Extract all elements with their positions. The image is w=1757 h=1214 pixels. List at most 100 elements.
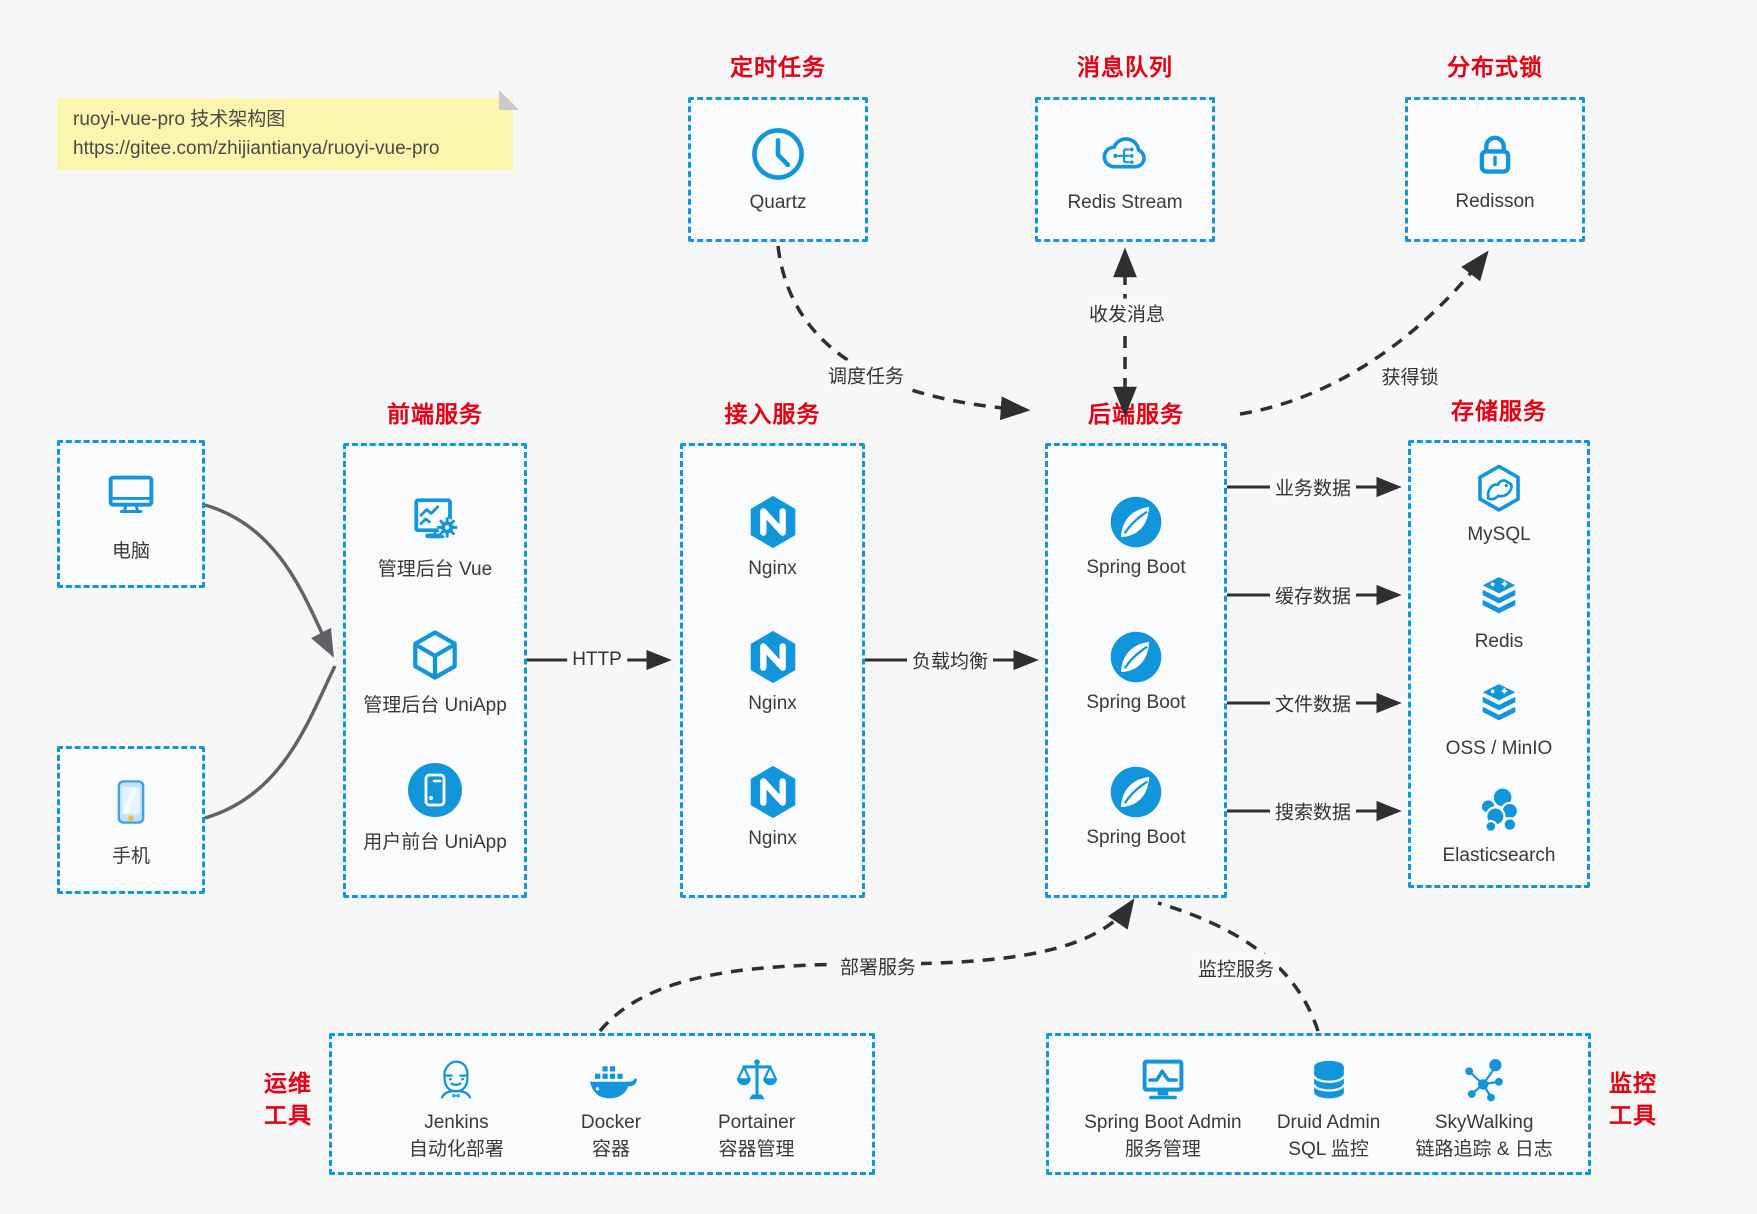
monitoring-skywalking: SkyWalking 链路追踪 & 日志 — [1416, 1052, 1553, 1162]
sticky-note: ruoyi-vue-pro 技术架构图 https://gitee.com/zh… — [57, 90, 519, 170]
edge-label-message: 收发消息 — [1083, 298, 1171, 328]
edge-label-business-data: 业务数据 — [1269, 472, 1357, 502]
smartphone-icon — [117, 780, 145, 824]
group-monitoring-tools: Spring Boot Admin 服务管理 Druid Admin SQL 监… — [1046, 1033, 1591, 1175]
portainer-name: Portainer — [717, 1112, 796, 1134]
group-storage: MySQL Redis OSS / MinIO — [1408, 440, 1590, 888]
storage-mysql: MySQL — [1467, 458, 1531, 550]
backend-springboot-2: Spring Boot — [1086, 625, 1186, 717]
group-message-queue: Redis Stream — [1035, 97, 1215, 242]
group-title-mq: 消息队列 — [1077, 54, 1173, 80]
group-title-ops: 运维 工具 — [264, 1070, 312, 1129]
group-quartz: Quartz — [688, 97, 868, 242]
user-app-icon — [407, 762, 462, 817]
backend-springboot-3: Spring Boot — [1086, 760, 1186, 852]
admin-vue-label: 管理后台 Vue — [377, 559, 493, 581]
frontend-admin-uniapp: 管理后台 UniApp — [363, 625, 507, 717]
redisson-label: Redisson — [1455, 191, 1535, 212]
sba-desc: 服务管理 — [1124, 1139, 1201, 1160]
group-title-frontend: 前端服务 — [387, 401, 483, 427]
edge-label-acquire-lock: 获得锁 — [1376, 361, 1444, 391]
group-title-gateway: 接入服务 — [724, 401, 821, 427]
group-gateway: Nginx Nginx Nginx — [680, 443, 865, 898]
frontend-admin-vue: 管理后台 Vue — [378, 489, 492, 581]
desktop-icon — [108, 475, 154, 513]
portainer-icon — [736, 1059, 777, 1100]
elasticsearch-label: Elasticsearch — [1442, 844, 1556, 866]
mysql-label: MySQL — [1467, 524, 1531, 546]
nginx-icon — [750, 495, 795, 548]
group-title-scheduler: 定时任务 — [730, 54, 826, 80]
mobile-label: 手机 — [111, 846, 150, 867]
pc-label: 电脑 — [111, 541, 150, 562]
uniapp-cube-icon — [413, 629, 457, 680]
group-distributed-lock: Redisson — [1405, 97, 1585, 242]
group-title-monitoring: 监控 工具 — [1609, 1070, 1657, 1129]
ops-portainer: Portainer 容器管理 — [718, 1052, 795, 1162]
docker-icon — [589, 1065, 637, 1099]
edge-label-http: HTTP — [567, 648, 627, 672]
client-mobile: 手机 — [57, 746, 205, 894]
edge-label-deploy: 部署服务 — [834, 951, 922, 981]
group-ops-tools: Jenkins 自动化部署 Docker 容器 — [329, 1033, 875, 1175]
gateway-nginx-2: Nginx — [742, 625, 804, 717]
spring-boot-admin-icon — [1142, 1059, 1184, 1100]
clock-icon — [752, 128, 804, 180]
jenkins-desc: 自动化部署 — [408, 1139, 504, 1160]
backend-springboot-1: Spring Boot — [1086, 489, 1186, 581]
nginx-label: Nginx — [748, 557, 797, 579]
edge-mobile-frontend — [204, 665, 337, 820]
note-url: https://gitee.com/zhijiantianya/ruoyi-vu… — [73, 138, 440, 159]
nginx-label: Nginx — [748, 828, 797, 850]
jenkins-name: Jenkins — [424, 1112, 489, 1134]
spring-boot-label: Spring Boot — [1086, 692, 1186, 713]
druid-icon — [1312, 1061, 1345, 1099]
edge-pc-frontend — [204, 503, 334, 658]
spring-boot-icon — [1110, 496, 1162, 548]
storage-redis: Redis — [1470, 565, 1528, 657]
oss-minio-label: OSS / MinIO — [1445, 737, 1553, 759]
oss-minio-icon — [1482, 683, 1516, 721]
group-backend: Spring Boot Spring Boot Spring Boot — [1045, 443, 1227, 898]
ops-docker: Docker 容器 — [581, 1052, 641, 1162]
skywalking-desc: 链路追踪 & 日志 — [1415, 1139, 1553, 1160]
spring-boot-label: Spring Boot — [1086, 556, 1186, 578]
spring-boot-icon — [1110, 766, 1162, 818]
edge-label-search-data: 搜索数据 — [1269, 796, 1357, 826]
admin-uniapp-label: 管理后台 UniApp — [363, 694, 507, 716]
group-title-storage: 存储服务 — [1451, 398, 1547, 424]
druid-desc: SQL 监控 — [1288, 1139, 1369, 1160]
redis-icon — [1482, 577, 1516, 614]
edge-label-file-data: 文件数据 — [1269, 688, 1357, 718]
edge-label-schedule: 调度任务 — [822, 360, 910, 390]
nginx-icon — [750, 766, 795, 819]
edge-acquire-lock — [1239, 250, 1489, 416]
mysql-icon — [1478, 464, 1520, 513]
monitoring-druid: Druid Admin SQL 监控 — [1276, 1052, 1381, 1162]
nginx-icon — [750, 630, 795, 684]
edge-label-load-balance: 负载均衡 — [906, 645, 994, 675]
elasticsearch-icon — [1479, 785, 1520, 833]
druid-name: Druid Admin — [1276, 1112, 1381, 1134]
cloud-stream-icon — [1102, 137, 1146, 169]
skywalking-name: SkyWalking — [1434, 1112, 1534, 1134]
jenkins-icon — [441, 1060, 472, 1099]
spring-boot-label: Spring Boot — [1086, 827, 1186, 849]
group-title-backend: 后端服务 — [1088, 401, 1184, 427]
gateway-nginx-1: Nginx — [742, 489, 804, 581]
monitoring-sba: Spring Boot Admin 服务管理 — [1084, 1052, 1242, 1162]
spring-boot-icon — [1110, 631, 1162, 683]
lock-icon — [1479, 135, 1511, 174]
skywalking-icon — [1465, 1059, 1503, 1102]
client-pc: 电脑 — [57, 440, 205, 588]
docker-desc: 容器 — [591, 1139, 630, 1160]
nginx-label: Nginx — [748, 693, 797, 714]
storage-oss-minio: OSS / MinIO — [1445, 671, 1553, 763]
group-title-lock: 分布式锁 — [1447, 54, 1543, 80]
redis-label: Redis — [1474, 631, 1524, 653]
docker-name: Docker — [580, 1112, 642, 1134]
edge-label-monitor: 监控服务 — [1192, 953, 1280, 983]
storage-elasticsearch: Elasticsearch — [1443, 778, 1556, 870]
sba-name: Spring Boot Admin — [1084, 1112, 1242, 1134]
user-uniapp-label: 用户前台 UniApp — [363, 831, 507, 853]
